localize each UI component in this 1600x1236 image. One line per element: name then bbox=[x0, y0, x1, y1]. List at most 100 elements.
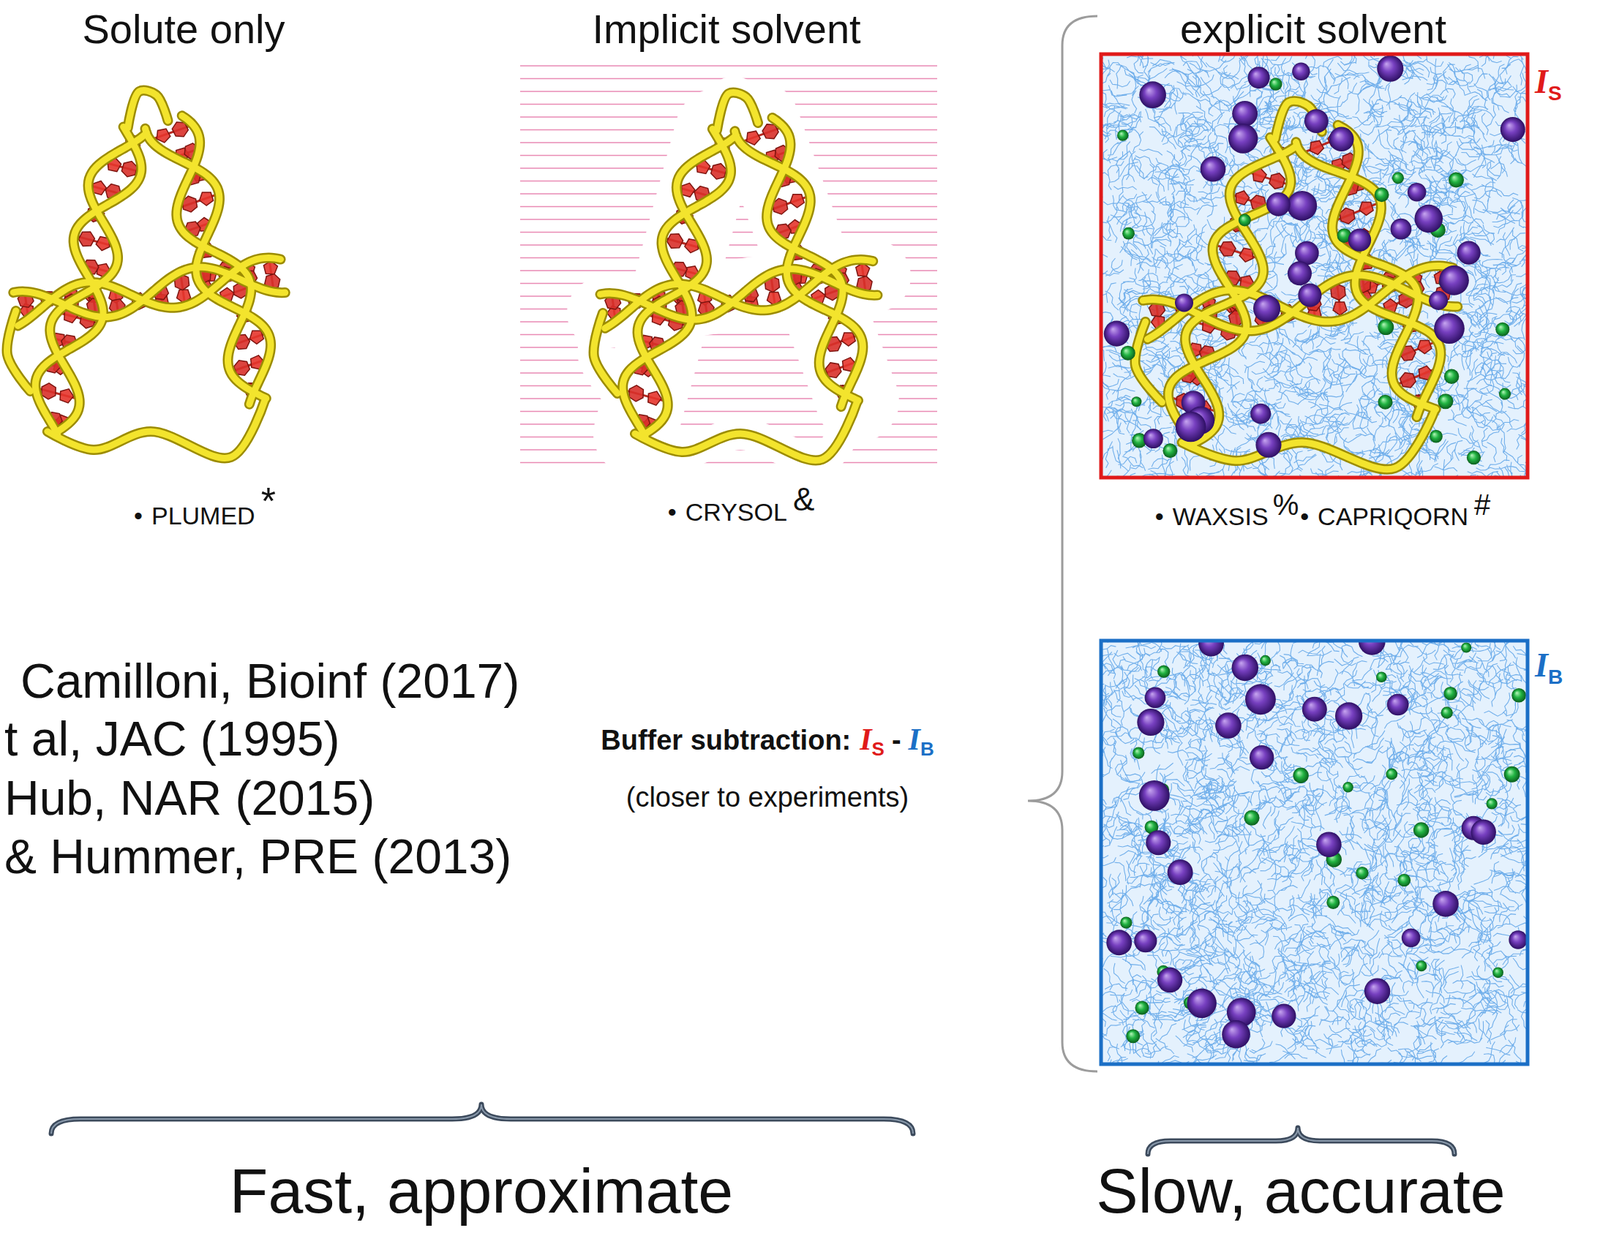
ion bbox=[1390, 218, 1412, 240]
base-ring bbox=[681, 182, 696, 197]
ion bbox=[1248, 66, 1271, 89]
counter-ion bbox=[1392, 171, 1404, 184]
counter-ion bbox=[1292, 768, 1309, 784]
ribbon bbox=[1296, 141, 1442, 418]
counter-ion bbox=[1157, 665, 1170, 678]
counter-ion bbox=[1120, 916, 1132, 929]
method-name: CAPRIQORN bbox=[1317, 502, 1469, 532]
base-ring bbox=[841, 332, 856, 347]
box-border bbox=[1101, 54, 1528, 478]
bullet: • bbox=[1155, 502, 1164, 532]
ion bbox=[1271, 1004, 1296, 1029]
ion bbox=[1316, 832, 1342, 859]
ribbon bbox=[13, 267, 285, 317]
ion bbox=[1439, 265, 1470, 296]
ion bbox=[1200, 156, 1227, 183]
ion bbox=[1414, 204, 1443, 234]
water bbox=[1101, 640, 1528, 1065]
ion bbox=[1106, 929, 1132, 956]
base-ring bbox=[41, 383, 56, 400]
bracket bbox=[1027, 16, 1098, 1072]
minus-sign: - bbox=[891, 725, 902, 758]
counter-ion bbox=[1376, 671, 1388, 683]
brace bbox=[1147, 1128, 1455, 1155]
ion bbox=[1348, 228, 1372, 251]
ion bbox=[1401, 929, 1421, 949]
base-ring bbox=[199, 192, 214, 206]
base-ring bbox=[1269, 173, 1285, 189]
base-ring bbox=[746, 130, 761, 145]
counter-ion bbox=[1416, 960, 1428, 972]
counter-ion bbox=[1162, 443, 1178, 458]
ion bbox=[1428, 291, 1448, 311]
base-ring bbox=[249, 330, 264, 344]
counter-ion bbox=[1460, 642, 1472, 653]
ion bbox=[1198, 640, 1224, 657]
brace-shade bbox=[1147, 1128, 1455, 1155]
ribbon-edge bbox=[128, 90, 169, 129]
base-ring bbox=[156, 128, 171, 143]
ion bbox=[1145, 830, 1171, 856]
ion bbox=[1302, 697, 1328, 723]
ribbon-edge bbox=[716, 92, 758, 131]
reference-mark: # bbox=[1474, 487, 1491, 522]
category-label: Fast, approximate bbox=[229, 1159, 734, 1223]
brace-shade bbox=[51, 1104, 914, 1134]
intensity-subscript: B bbox=[920, 738, 935, 761]
ion bbox=[1144, 687, 1167, 709]
text-row: Implicit solvent bbox=[591, 5, 861, 53]
ion bbox=[1221, 1020, 1251, 1050]
method-name: WAXSIS bbox=[1172, 502, 1269, 532]
ion bbox=[1157, 967, 1183, 993]
counter-ion bbox=[1134, 1000, 1149, 1015]
counter-ion bbox=[1326, 896, 1340, 910]
ion bbox=[1457, 240, 1481, 265]
counter-ion bbox=[1238, 214, 1252, 227]
reference-mark: % bbox=[1272, 487, 1300, 522]
text-row: Hub, NAR (2015) bbox=[4, 771, 375, 827]
base-ring bbox=[1310, 140, 1325, 155]
ion bbox=[1139, 81, 1167, 109]
counter-ion bbox=[1243, 810, 1260, 826]
bullet: • bbox=[1300, 502, 1309, 532]
text-row: IS bbox=[1534, 62, 1562, 102]
ribbon bbox=[1134, 321, 1162, 403]
category-label: Slow, accurate bbox=[1095, 1159, 1505, 1223]
panel-heading: Implicit solvent bbox=[591, 5, 861, 53]
ribbon bbox=[716, 92, 758, 131]
text-row: & Hummer, PRE (2013) bbox=[4, 829, 512, 886]
ion bbox=[1139, 780, 1170, 812]
ion bbox=[1266, 192, 1291, 217]
intensity-symbol: I bbox=[908, 722, 921, 758]
ion bbox=[1133, 929, 1157, 953]
text-row: explicit solvent bbox=[1180, 5, 1447, 53]
text-row: •WAXSIS%•CAPRIQORN# bbox=[1155, 498, 1491, 532]
panel-heading: Solute only bbox=[81, 5, 285, 53]
implicit-lines bbox=[520, 65, 938, 464]
ion bbox=[1143, 428, 1164, 449]
counter-ion bbox=[1397, 874, 1411, 888]
counter-ion bbox=[1466, 450, 1481, 465]
rna-implicit-solvent bbox=[520, 65, 938, 464]
intensity-symbol: I bbox=[1534, 62, 1549, 102]
text-row: IB bbox=[1534, 646, 1563, 686]
ribbon bbox=[176, 115, 266, 398]
box-border bbox=[1101, 640, 1528, 1065]
ion bbox=[1329, 126, 1355, 152]
text-row: t al, JAC (1995) bbox=[4, 711, 341, 768]
intensity-symbol: I bbox=[1534, 646, 1549, 686]
buffer-box bbox=[1079, 624, 1552, 1085]
counter-ion bbox=[1448, 171, 1464, 188]
base-ring bbox=[667, 234, 684, 249]
intensity-subscript: S bbox=[872, 738, 885, 761]
counter-ion bbox=[1504, 766, 1521, 783]
ion bbox=[1245, 684, 1276, 715]
solvent-line bbox=[520, 65, 938, 67]
text-row: •CRYSOL& bbox=[667, 491, 815, 529]
counter-ion bbox=[1269, 77, 1283, 91]
counter-ion bbox=[1355, 866, 1369, 880]
ion bbox=[1167, 859, 1194, 886]
text-row: Buffer subtraction:IS-IB bbox=[600, 722, 935, 758]
